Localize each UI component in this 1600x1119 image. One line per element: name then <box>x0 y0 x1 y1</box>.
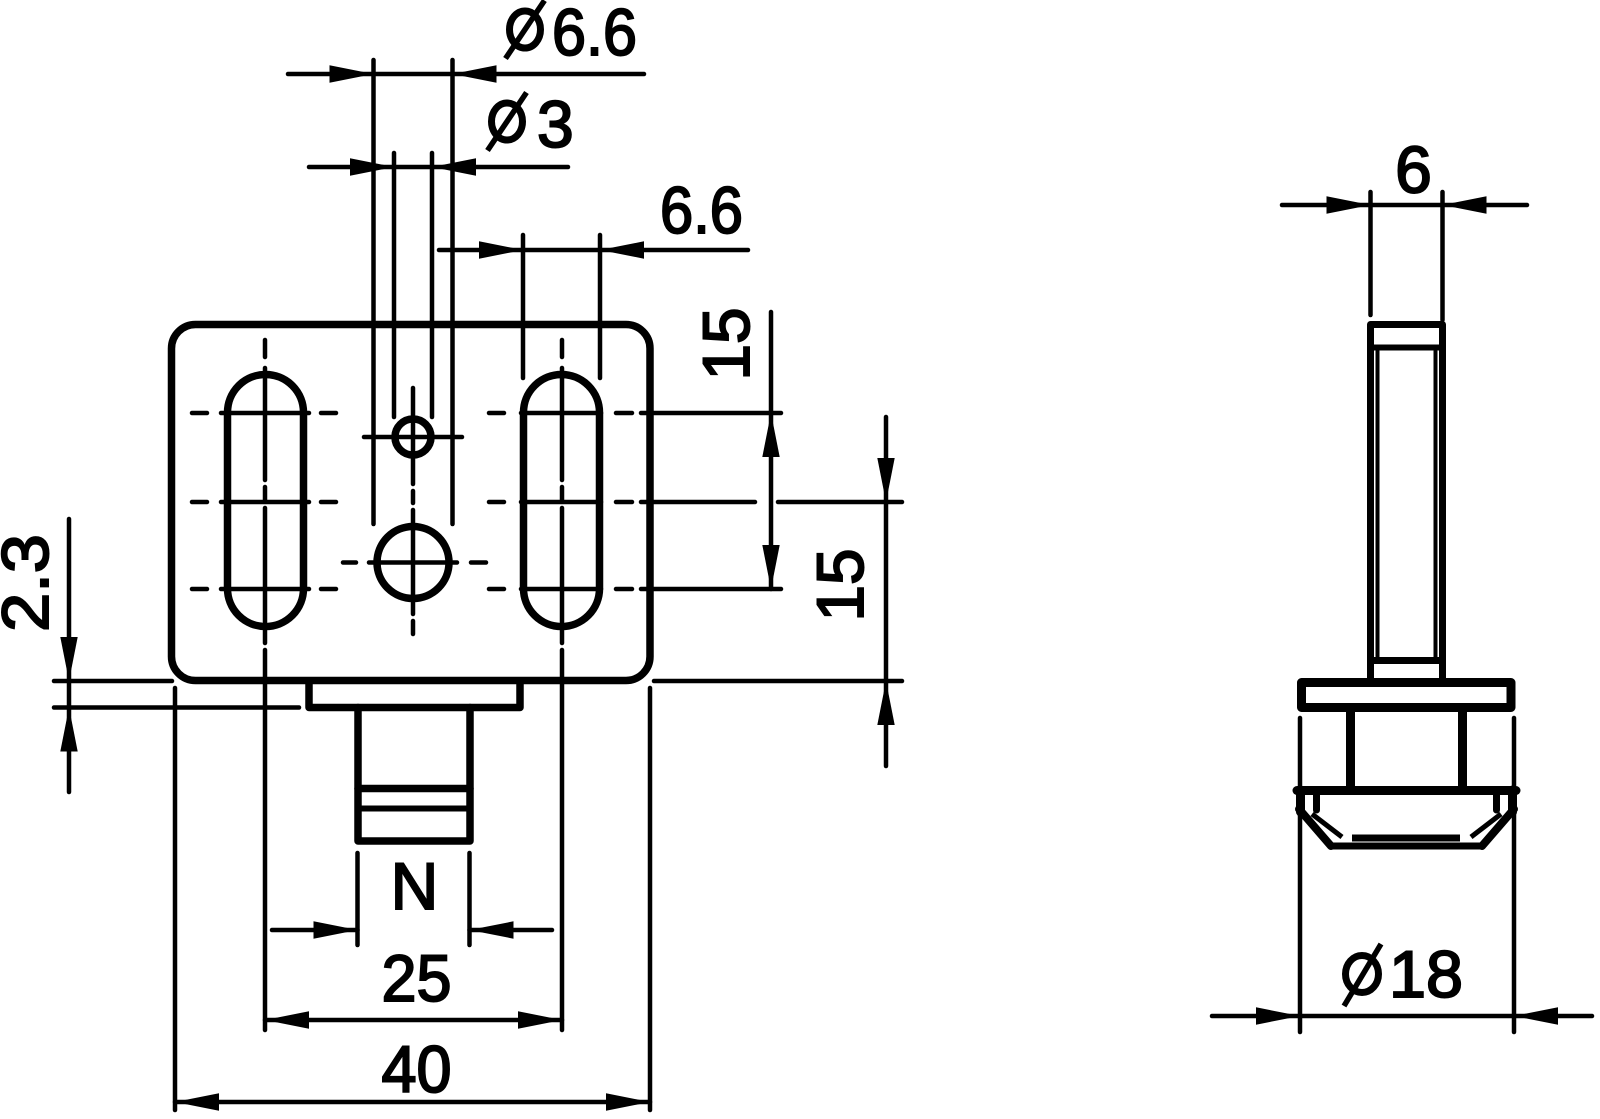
svg-text:6: 6 <box>1395 133 1432 207</box>
svg-text:3: 3 <box>537 87 574 161</box>
svg-text:40: 40 <box>382 1032 452 1106</box>
svg-text:25: 25 <box>382 941 452 1015</box>
svg-text:15: 15 <box>803 549 877 622</box>
svg-text:15: 15 <box>689 308 763 381</box>
svg-text:6.6: 6.6 <box>660 173 743 247</box>
svg-text:18: 18 <box>1389 937 1463 1011</box>
svg-text:6.6: 6.6 <box>552 0 637 69</box>
svg-text:N: N <box>391 849 439 923</box>
svg-text:2.3: 2.3 <box>0 534 62 632</box>
